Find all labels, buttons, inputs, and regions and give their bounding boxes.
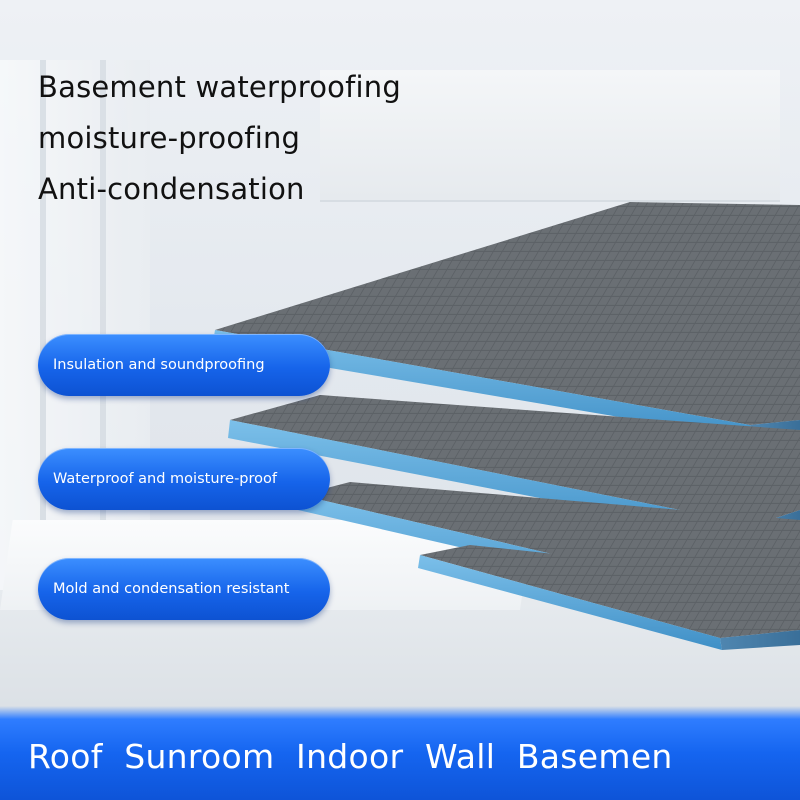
- feature-pill-mold-resistant: Mold and condensation resistant: [38, 558, 330, 620]
- applications-text: Roof Sunroom Indoor Wall Basemen: [28, 736, 673, 776]
- heading-line-1: Basement waterproofing: [38, 70, 401, 104]
- heading-line-3: Anti-condensation: [38, 172, 305, 206]
- feature-label: Mold and condensation resistant: [53, 581, 290, 597]
- feature-label: Waterproof and moisture-proof: [53, 471, 277, 487]
- board-4: [418, 545, 800, 650]
- heading-line-2: moisture-proofing: [38, 121, 301, 155]
- feature-label: Insulation and soundproofing: [53, 357, 265, 373]
- feature-pill-waterproof: Waterproof and moisture-proof: [38, 448, 330, 510]
- feature-pill-insulation: Insulation and soundproofing: [38, 334, 330, 396]
- background-cabinet: [320, 70, 780, 202]
- applications-banner: Roof Sunroom Indoor Wall Basemen: [0, 706, 800, 800]
